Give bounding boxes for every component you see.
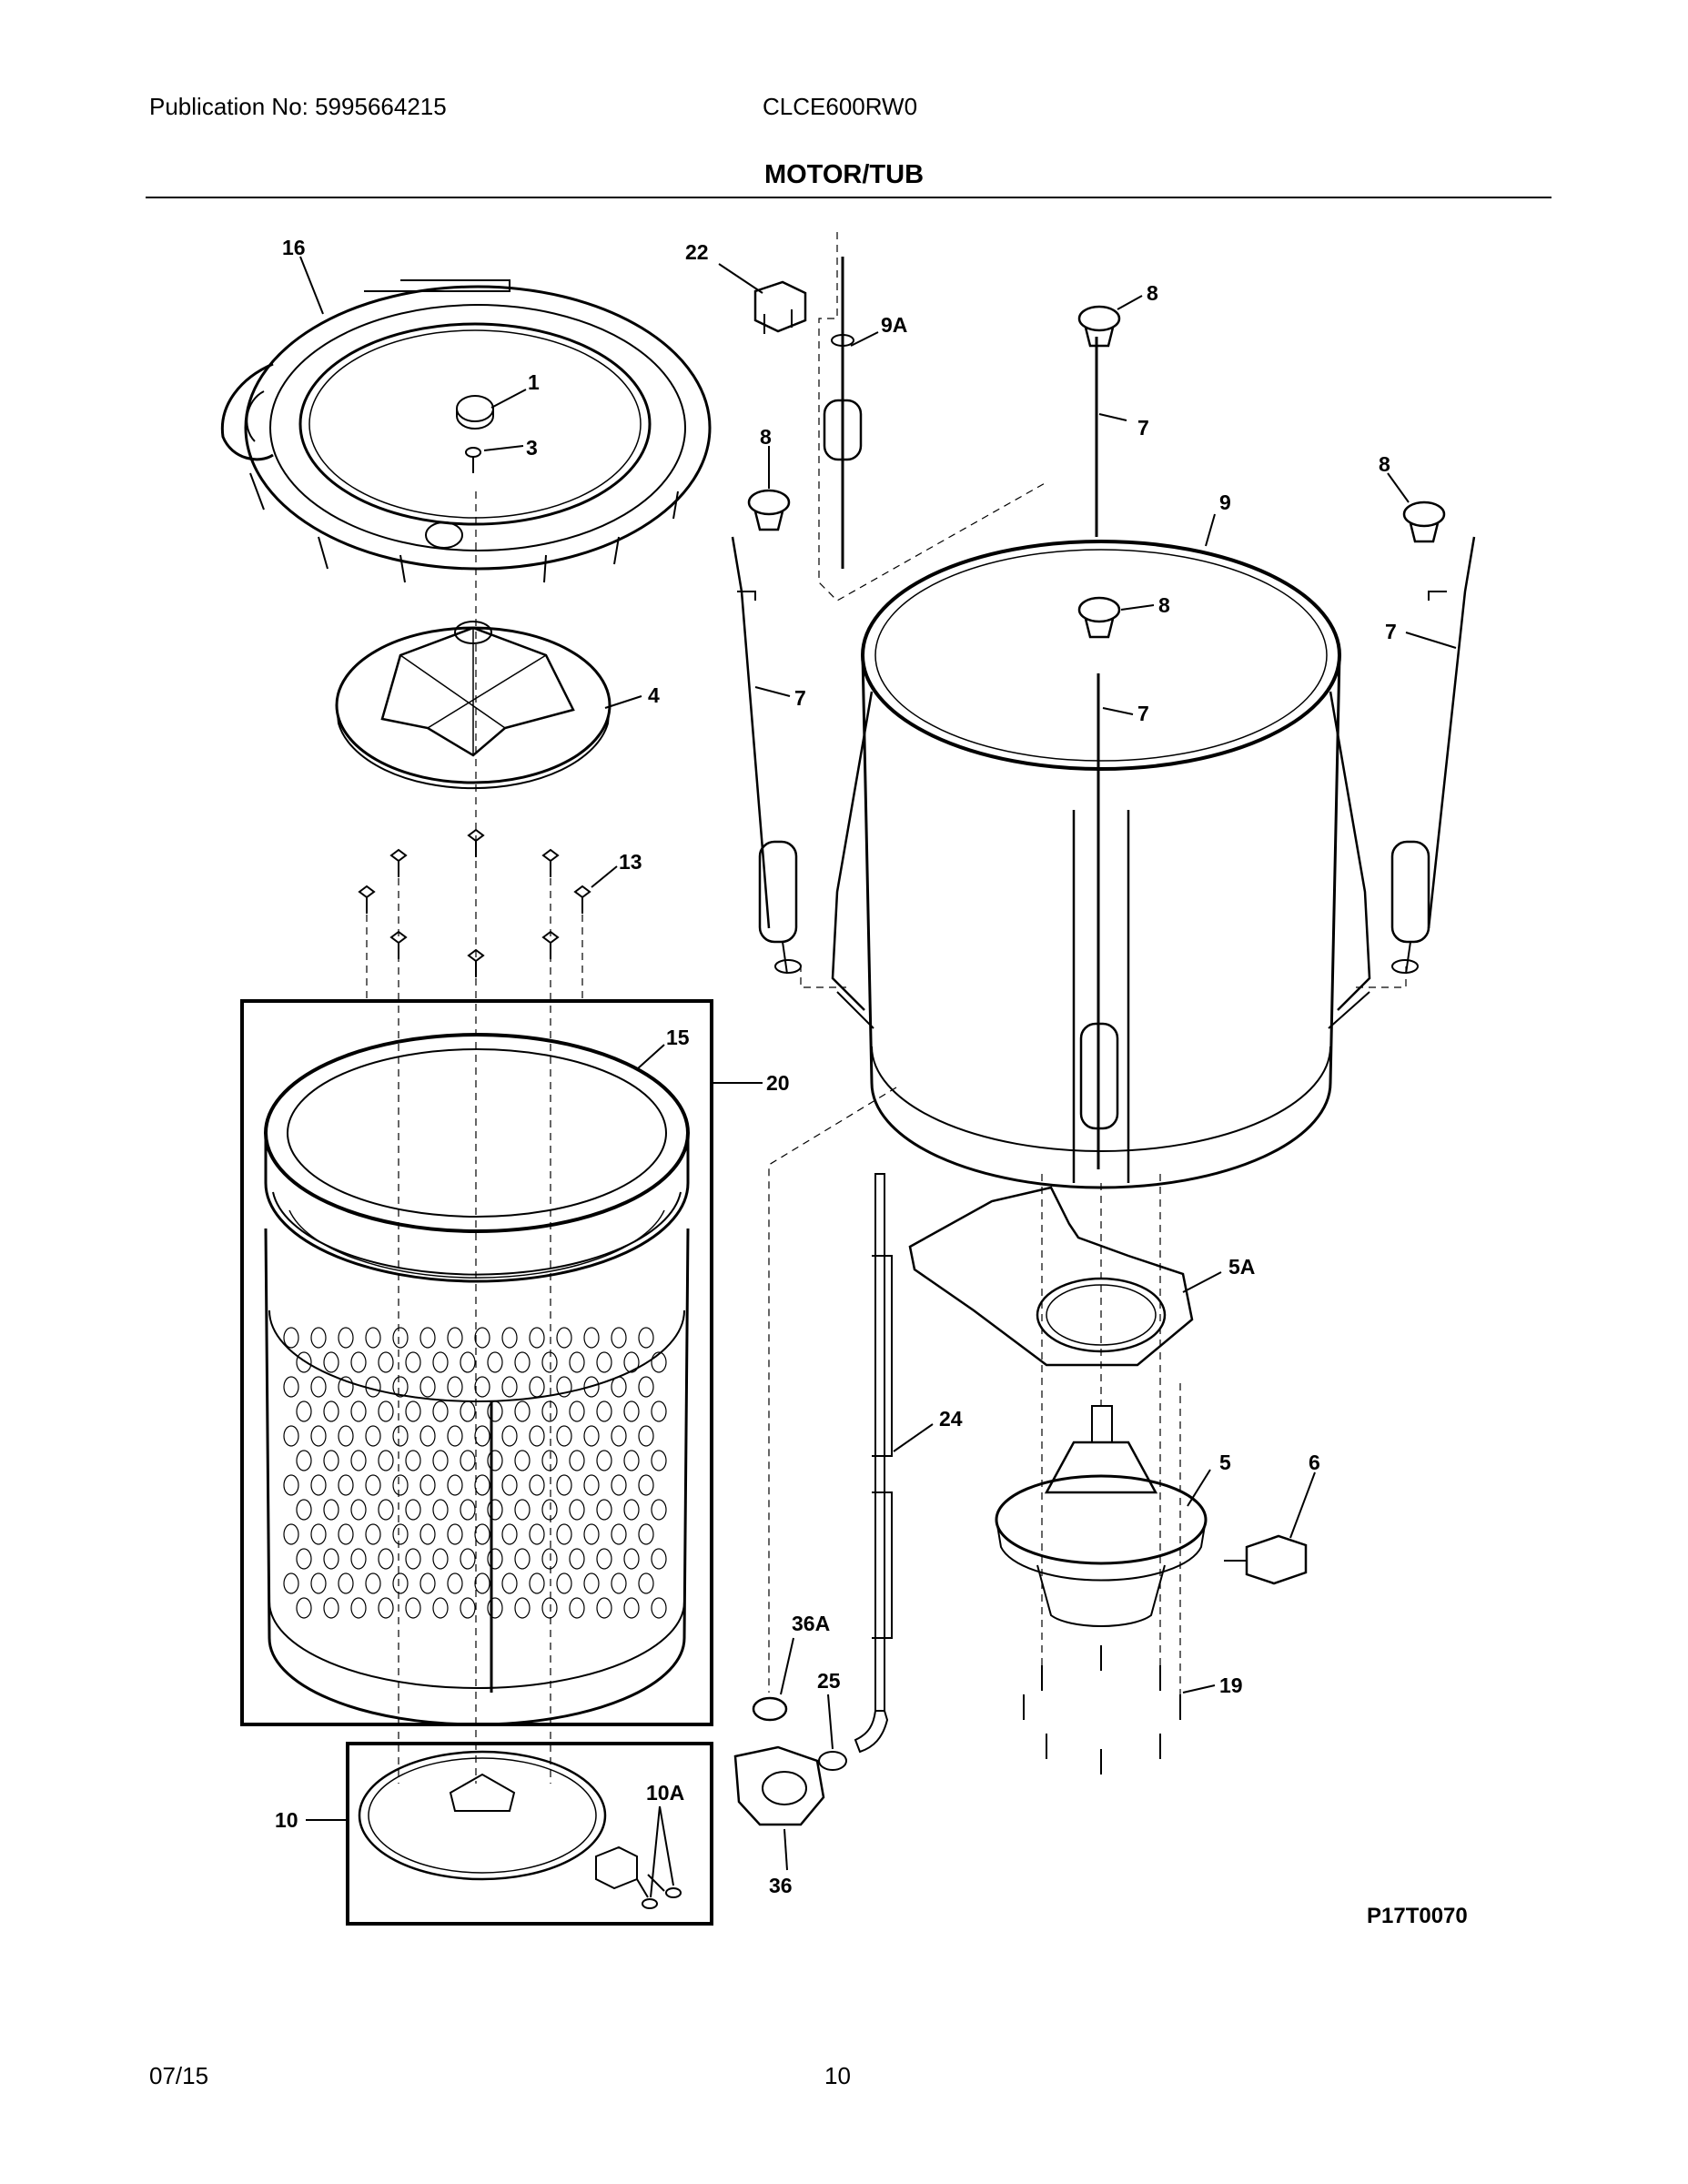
callout-20: 20	[766, 1071, 790, 1095]
part-tub-cover	[220, 279, 712, 583]
callout-10a: 10A	[646, 1781, 684, 1805]
part-shift-actuator	[1224, 1534, 1308, 1585]
callout-1: 1	[528, 370, 540, 394]
callout-4: 4	[648, 683, 660, 707]
basket-assembly-box	[240, 999, 713, 1726]
callout-8-left: 8	[760, 425, 772, 449]
part-rod-9a	[823, 257, 863, 569]
callout-22: 22	[685, 240, 709, 264]
callout-16: 16	[282, 236, 306, 259]
part-pivot-domes	[747, 305, 1446, 639]
figure-code: P17T0070	[1367, 1904, 1468, 1928]
callout-9a: 9A	[881, 313, 907, 337]
callout-15: 15	[666, 1026, 690, 1049]
callout-8-right: 8	[1379, 452, 1390, 476]
part-pump	[733, 1696, 847, 1826]
part-transmission	[995, 1405, 1208, 1628]
callout-36: 36	[769, 1874, 793, 1897]
callout-7-left: 7	[794, 686, 806, 710]
page-number: 10	[824, 2062, 851, 2089]
callout-19: 19	[1219, 1673, 1243, 1697]
part-outer-tub	[831, 540, 1371, 1189]
part-bolt-3	[465, 447, 481, 473]
callout-25: 25	[817, 1669, 841, 1693]
callout-13: 13	[619, 850, 642, 874]
callout-24: 24	[939, 1407, 963, 1431]
callout-7-upper: 7	[1137, 416, 1149, 440]
callout-5a: 5A	[1228, 1255, 1255, 1279]
callout-8-center: 8	[1158, 593, 1170, 617]
part-bolts-13	[358, 828, 591, 977]
part-drain-hose	[854, 1173, 893, 1754]
part-lid-switch	[753, 280, 807, 334]
callout-3: 3	[526, 436, 538, 460]
part-cap	[456, 395, 494, 430]
callout-7-center: 7	[1137, 702, 1149, 725]
callout-7-right: 7	[1385, 620, 1397, 643]
part-bolts-19	[1023, 1645, 1181, 1774]
part-impeller	[335, 621, 612, 790]
publication-number: Publication No: 5995664215	[149, 93, 447, 120]
callout-labels: 16 22 9A 8 1 3 8 7 9 8 8 7 4 7 7 13 15 2…	[275, 236, 1397, 1897]
basket-perforations	[283, 1327, 667, 1619]
callout-5: 5	[1219, 1451, 1231, 1474]
model-number: CLCE600RW0	[763, 93, 918, 120]
footer-date: 07/15	[149, 2062, 209, 2089]
alignment-lines	[366, 232, 1407, 1784]
callout-10: 10	[275, 1808, 298, 1832]
part-suspension-rods	[731, 337, 1476, 1169]
page-title: MOTOR/TUB	[763, 160, 925, 189]
callout-36a: 36A	[792, 1612, 830, 1635]
callout-8-top: 8	[1147, 281, 1158, 305]
part-motor-bracket	[908, 1186, 1194, 1367]
callout-9: 9	[1219, 490, 1231, 514]
header-rule	[146, 197, 1552, 198]
mounting-plate-box	[346, 1742, 713, 1926]
callout-6: 6	[1309, 1451, 1320, 1474]
leader-lines	[299, 256, 1457, 1898]
